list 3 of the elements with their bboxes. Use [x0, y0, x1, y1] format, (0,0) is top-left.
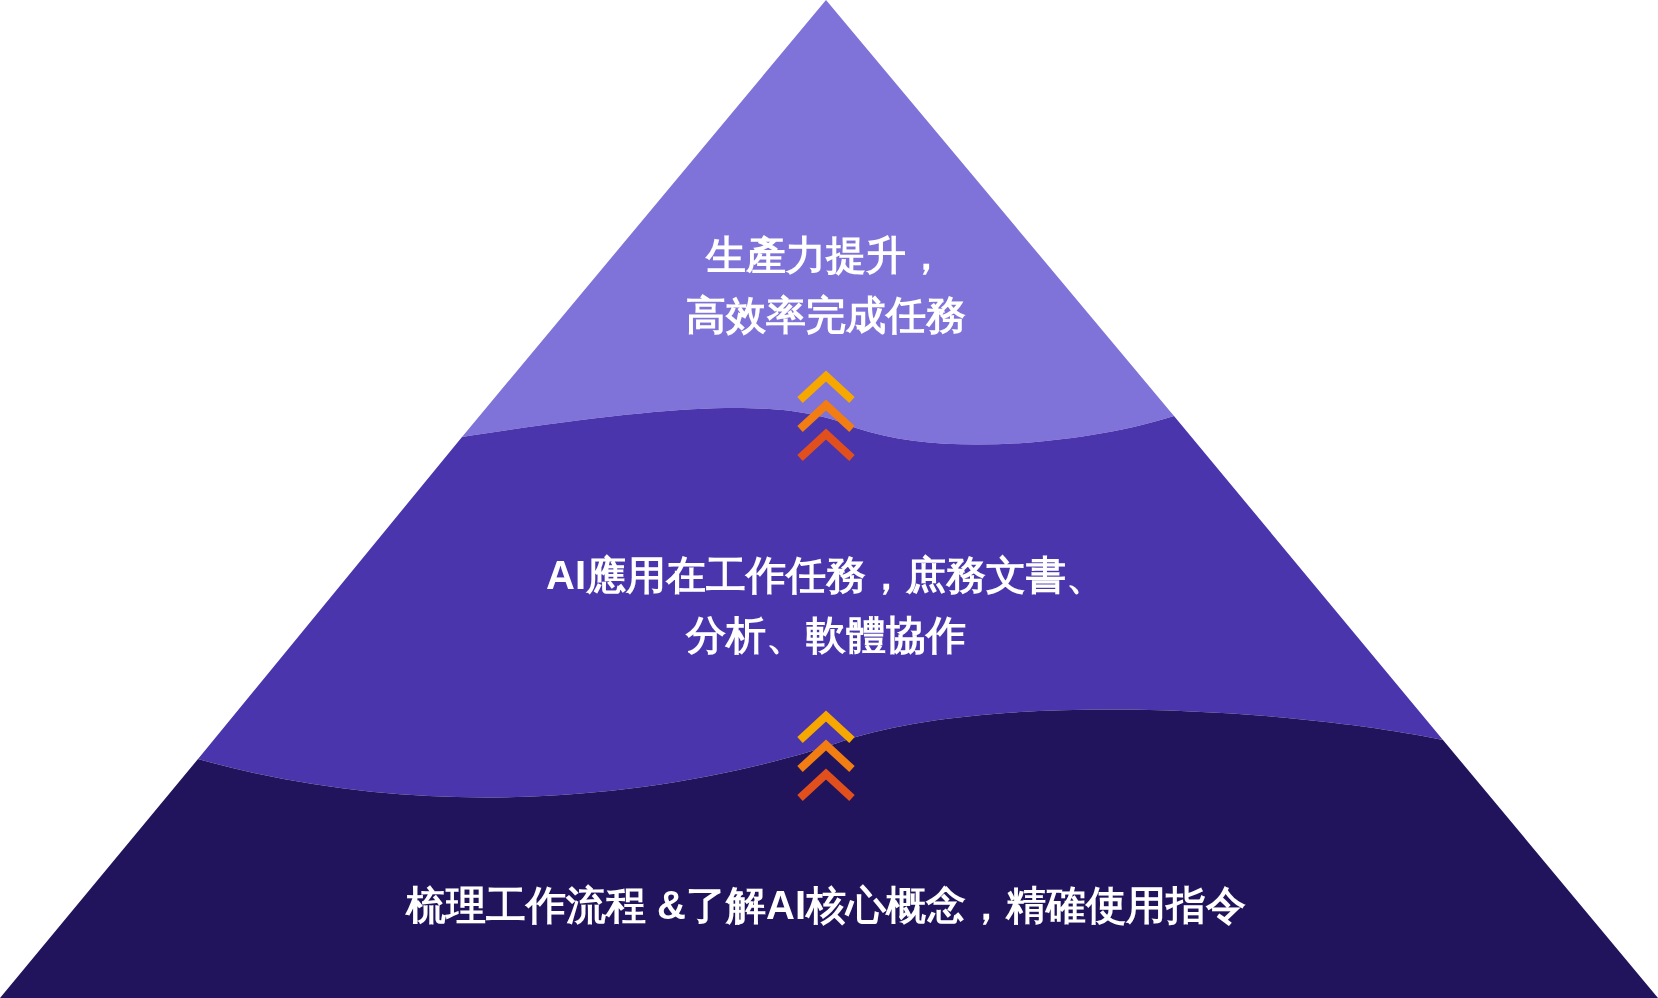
layer-label: 生產力提升，高效率完成任務 [685, 232, 967, 339]
layer-label: 梳理工作流程 &了解AI核心概念，精確使用指令 [404, 882, 1247, 929]
layer-label: AI應用在工作任務，庶務文書、分析、軟體協作 [545, 552, 1107, 659]
